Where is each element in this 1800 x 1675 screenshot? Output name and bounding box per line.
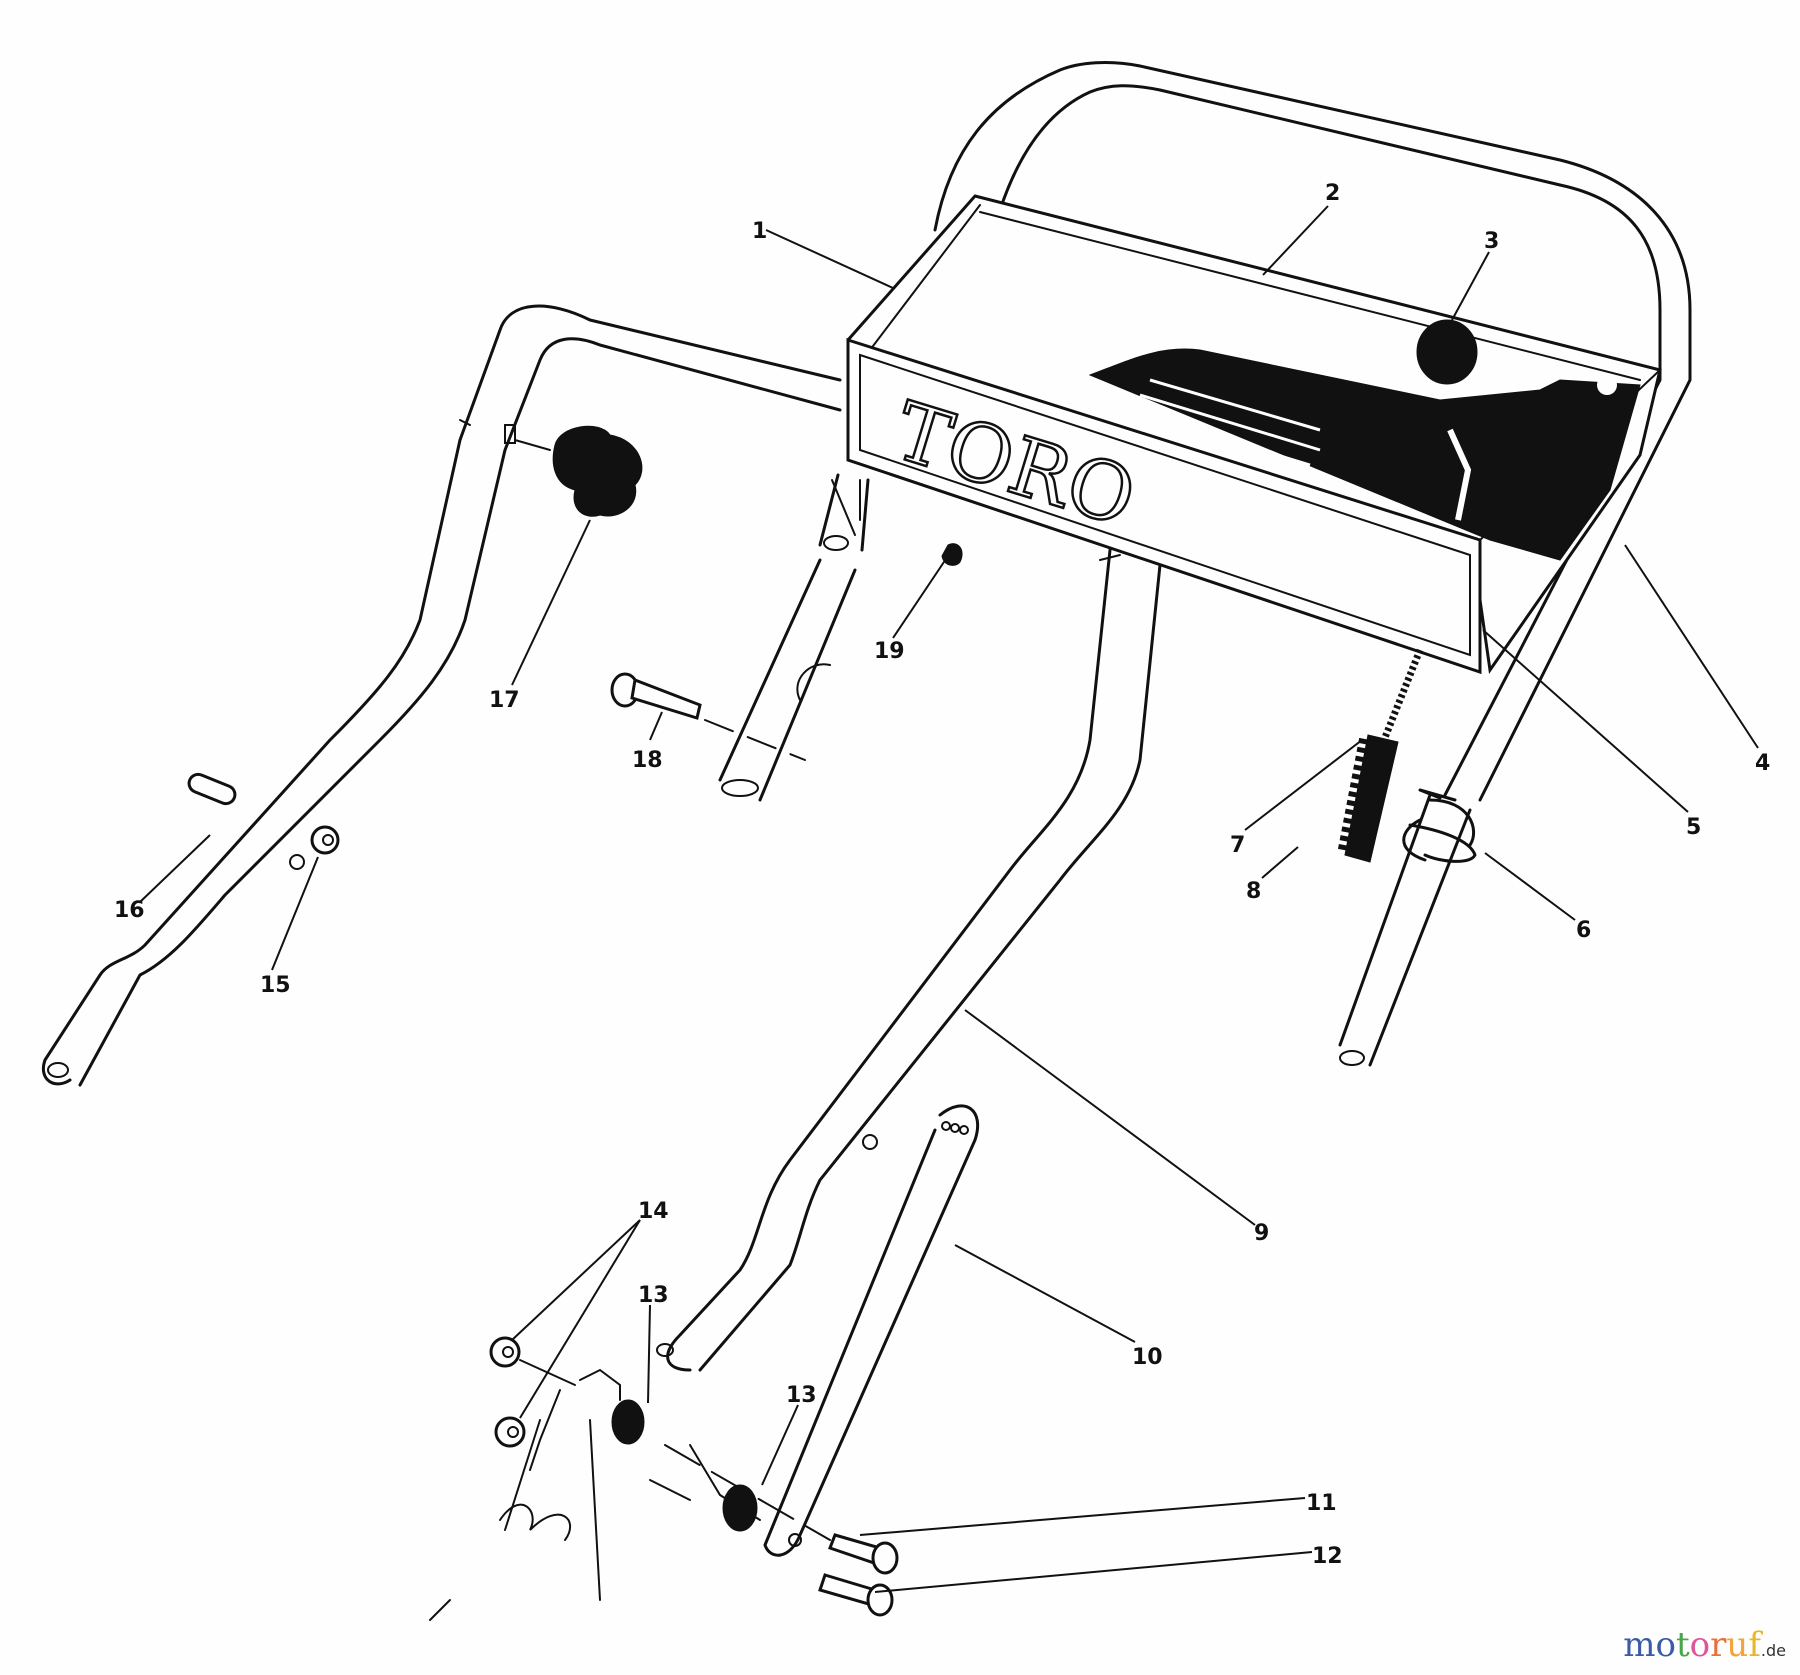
cable-clip [1408, 823, 1477, 863]
logo-letter: f [1748, 1625, 1761, 1665]
main-handle-right [656, 548, 1162, 1372]
brace-bar [763, 1104, 980, 1557]
logo-letter: t [1675, 1625, 1690, 1665]
part-label-8: 8 [1246, 879, 1261, 904]
part-label-13b: 13 [786, 1383, 817, 1408]
logo-letter: r [1710, 1625, 1727, 1665]
handle-knob [459, 419, 643, 517]
part-label-2: 2 [1325, 181, 1340, 206]
cable-spring [1337, 648, 1424, 863]
lock-nuts [489, 1336, 576, 1448]
part-label-4: 4 [1755, 751, 1770, 776]
part-label-7: 7 [1230, 833, 1245, 858]
part-label-16: 16 [114, 898, 145, 923]
part-label-12: 12 [1312, 1544, 1343, 1569]
logo-letter: m [1623, 1625, 1656, 1665]
bolts [664, 1444, 899, 1617]
throttle-knob [1416, 319, 1478, 385]
part-label-18: 18 [632, 748, 663, 773]
logo-letter: o [1655, 1625, 1676, 1665]
part-label-15: 15 [260, 973, 291, 998]
logo-letter: o [1689, 1625, 1711, 1665]
part-label-19: 19 [874, 639, 905, 664]
deck-bracket [429, 1368, 761, 1621]
part-label-10: 10 [1132, 1345, 1163, 1370]
left-handle-arm [41, 304, 842, 1087]
carriage-bolt [610, 672, 806, 761]
pin [187, 772, 237, 806]
part-labels: 1 2 3 4 5 6 7 8 9 10 11 12 13 13 14 15 1… [114, 181, 1770, 1569]
part-label-9: 9 [1254, 1221, 1269, 1246]
lower-handle-right [1338, 793, 1476, 1067]
part-label-14: 14 [638, 1199, 669, 1224]
part-label-3: 3 [1484, 229, 1499, 254]
part-label-11: 11 [1306, 1491, 1337, 1516]
center-tube [718, 473, 870, 802]
upper-handle [933, 61, 1692, 802]
nut-15 [310, 825, 340, 855]
part-label-17: 17 [489, 688, 520, 713]
motoruf-watermark: motoruf.de [1623, 1625, 1786, 1665]
part-label-1: 1 [752, 219, 767, 244]
logo-letter: u [1726, 1625, 1749, 1665]
spacer-13a [611, 1399, 645, 1445]
leader-lines [139, 205, 1759, 1593]
part-label-13a: 13 [638, 1283, 669, 1308]
logo-tld: .de [1760, 1641, 1786, 1660]
part-label-5: 5 [1686, 815, 1701, 840]
control-panel-housing: TORO [823, 194, 1662, 675]
part-label-6: 6 [1576, 918, 1591, 943]
